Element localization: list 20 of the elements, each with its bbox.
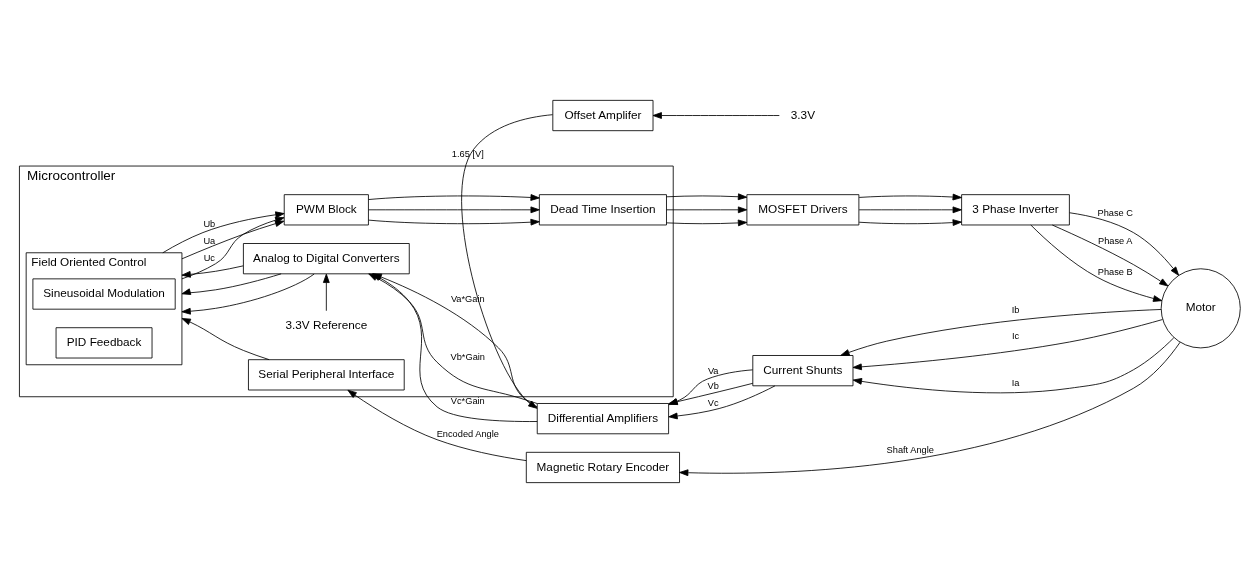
- edge-label: Vb*Gain: [450, 351, 486, 362]
- edge-label: Ic: [1011, 330, 1020, 341]
- edge-label: Vc: [707, 397, 719, 408]
- edge-label: Phase C: [1097, 207, 1134, 218]
- edge-label: Uc: [203, 252, 215, 263]
- edge-label: Phase B: [1097, 265, 1133, 276]
- edge-label: Ia: [1011, 377, 1020, 388]
- edge-label: Va*Gain: [450, 293, 485, 304]
- edge-label: 1.65 [V]: [451, 148, 484, 159]
- edge-label: Va: [707, 365, 719, 376]
- edge-label: Ub: [203, 218, 216, 228]
- edge-label: Vc*Gain: [450, 395, 485, 406]
- edge-label: Ib: [1011, 304, 1020, 315]
- node-text: 3.3V Reference: [285, 317, 368, 331]
- edge-label: Ua: [203, 235, 216, 246]
- edge-label: Phase A: [1098, 235, 1133, 246]
- edge-label: Encoded Angle: [436, 428, 499, 439]
- node-text: 3.3V: [790, 107, 816, 121]
- edge-label: Vb: [707, 380, 719, 391]
- edge-label: Shaft Angle: [886, 444, 934, 455]
